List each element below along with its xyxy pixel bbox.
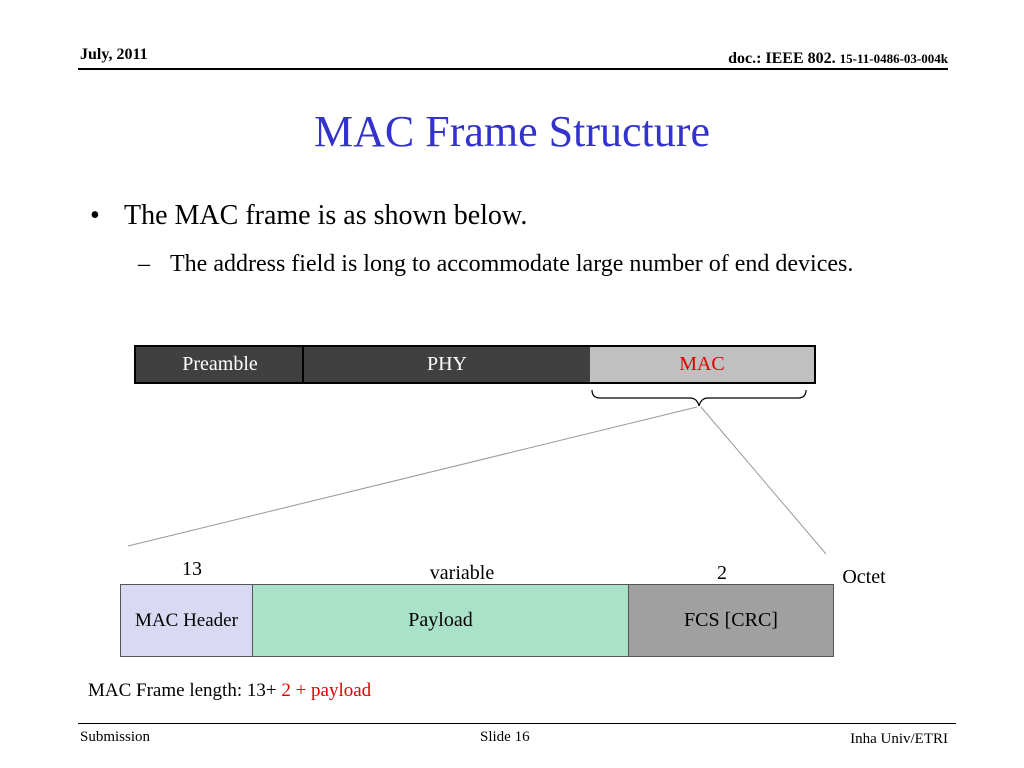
fcs-field: FCS [CRC] [628,584,834,657]
slide-title: MAC Frame Structure [314,107,710,156]
header-size-label: 13 [182,558,202,580]
footer-affiliation: Inha Univ/ETRI [850,731,948,747]
formula-suffix: 2 + payload [276,680,372,701]
bullet-mark: • [90,200,100,231]
frame-length-formula: MAC Frame length: 13+ 2 + payload [88,680,371,702]
fcs-size-label: 2 [717,562,727,584]
octet-unit-label: Octet [842,566,886,588]
mac-field: MAC [590,347,814,382]
sub-bullet-text: The address field is long to accommodate… [170,251,854,277]
sub-bullet-item: – The address field is long to accommoda… [138,248,898,281]
bullet-text: The MAC frame is as shown below. [124,200,528,231]
phy-field: PHY [302,345,592,384]
expansion-line-left [127,406,698,547]
mac-header-field: MAC Header [120,584,253,657]
header-rule [78,68,948,70]
footer-rule [78,723,956,724]
preamble-field: Preamble [136,347,304,382]
payload-field: Payload [252,584,629,657]
header-doc-id: doc.: IEEE 802. 15-11-0486-03-004k [728,50,948,68]
header-date: July, 2011 [80,46,148,63]
bullet-item: • The MAC frame is as shown below. [90,200,527,232]
doc-prefix: doc.: IEEE 802. [728,50,836,67]
footer-slide-number: Slide 16 [480,729,530,745]
formula-prefix: MAC Frame length: 13+ [88,680,277,701]
footer-submission: Submission [80,729,151,745]
sub-bullet-mark: – [138,251,150,277]
payload-size-label: variable [429,562,495,584]
doc-number: 15-11-0486-03-004k [839,51,948,66]
mac-brace [591,389,807,407]
expansion-line-right [700,406,827,555]
